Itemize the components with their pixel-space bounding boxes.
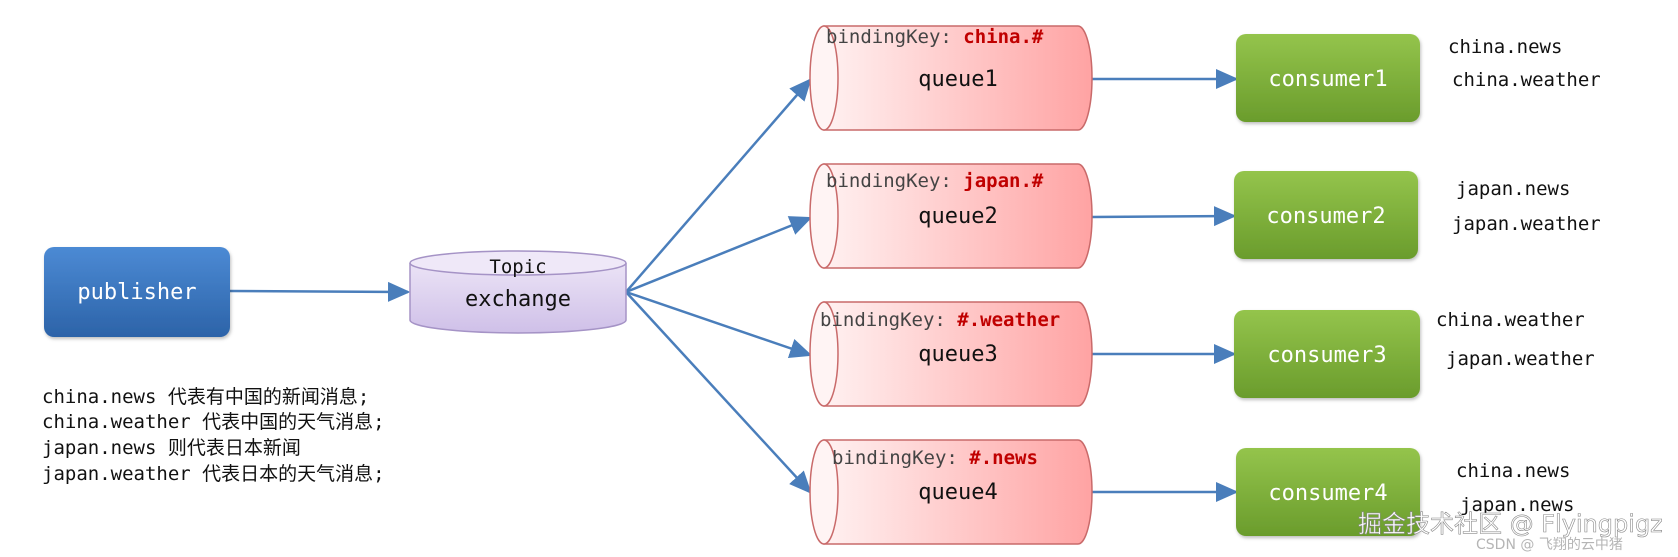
- queue-binding-key-line: bindingKey: japan.#: [826, 170, 1044, 192]
- routing-key: japan.news: [1456, 178, 1570, 200]
- consumer-2: consumer2: [1234, 171, 1418, 259]
- binding-key-prefix: bindingKey:: [826, 170, 963, 192]
- consumer-label: consumer4: [1268, 481, 1387, 506]
- routing-key: japan.weather: [1446, 348, 1595, 370]
- binding-key-value: china.#: [963, 26, 1044, 48]
- exchange-top: [409, 250, 627, 276]
- queue-binding-key-line: bindingKey: #.news: [832, 447, 1038, 469]
- queue-body: [823, 439, 1093, 545]
- binding-key-prefix: bindingKey:: [820, 309, 957, 331]
- publisher-node: publisher: [44, 247, 230, 337]
- queue-label: queue2: [918, 204, 997, 229]
- arrow-queue2-to-consumer2: [1091, 206, 1237, 227]
- queue-label: queue1: [918, 67, 997, 92]
- queue-binding-key-line: bindingKey: #.weather: [820, 309, 1060, 331]
- routing-key: china.weather: [1436, 309, 1585, 331]
- arrows: [229, 69, 1239, 502]
- consumer-1: consumer1: [1236, 34, 1420, 122]
- consumer-4: consumer4: [1236, 448, 1420, 536]
- queue-2: bindingKey: japan.# queue2: [809, 163, 1093, 269]
- arrow-exchange-to-queue1: [625, 78, 812, 293]
- queue-label: queue4: [918, 480, 997, 505]
- routing-key: china.weather: [1452, 69, 1601, 91]
- binding-key-prefix: bindingKey:: [832, 447, 969, 469]
- consumer-box: [1234, 171, 1418, 259]
- routing-key: china.news: [1456, 460, 1570, 482]
- exchange-node: Topic exchange: [409, 250, 627, 334]
- publisher-box: [44, 247, 230, 337]
- routing-key: japan.weather: [1452, 213, 1601, 235]
- arrow-exchange-to-queue4: [625, 291, 812, 494]
- queue-end: [809, 439, 839, 545]
- legend-line: japan.news 则代表日本新闻: [42, 437, 301, 459]
- arrow-exchange-to-queue2: [625, 216, 813, 294]
- routing-key: china.news: [1448, 36, 1562, 58]
- consumer-label: consumer1: [1268, 67, 1387, 92]
- binding-key-value: #.weather: [957, 309, 1060, 331]
- consumer-label: consumer2: [1266, 204, 1385, 229]
- publisher-label: publisher: [77, 280, 196, 305]
- queue-end: [809, 301, 839, 407]
- watermark-sub: CSDN @ 飞翔的云中猪: [1476, 537, 1623, 553]
- consumer-box: [1234, 310, 1420, 398]
- arrow-publisher-to-exchange: [229, 281, 411, 302]
- consumer-box: [1236, 448, 1420, 536]
- exchange-type-label: Topic: [489, 256, 546, 278]
- queue-end: [809, 163, 839, 269]
- consumer-3: consumer3: [1234, 310, 1420, 398]
- queue-body: [823, 301, 1093, 407]
- watermark-main: 掘金技术社区 @ Flyingpigz: [1358, 510, 1663, 538]
- legend-line: china.weather 代表中国的天气消息;: [42, 411, 385, 433]
- routing-keys: china.news china.weather japan.news japa…: [1436, 36, 1601, 516]
- queue-3: bindingKey: #.weather queue3: [809, 301, 1093, 407]
- routing-key-legend: china.news 代表有中国的新闻消息; china.weather 代表中…: [42, 386, 385, 485]
- exchange-label: exchange: [465, 287, 571, 312]
- arrow-exchange-to-queue3: [625, 290, 813, 358]
- queue-end: [809, 25, 839, 131]
- queue-binding-key-line: bindingKey: china.#: [826, 26, 1044, 48]
- queue-body: [823, 25, 1093, 131]
- legend-line: china.news 代表有中国的新闻消息;: [42, 386, 369, 408]
- queue-label: queue3: [918, 342, 997, 367]
- consumer-box: [1236, 34, 1420, 122]
- queue-body: [823, 163, 1093, 269]
- consumer-label: consumer3: [1267, 343, 1386, 368]
- binding-key-value: #.news: [969, 447, 1038, 469]
- exchange-body: [409, 263, 627, 334]
- queue-1: bindingKey: china.# queue1: [809, 25, 1093, 131]
- legend-line: japan.weather 代表日本的天气消息;: [42, 463, 385, 485]
- routing-key: japan.news: [1460, 494, 1574, 516]
- queue-4: bindingKey: #.news queue4: [809, 439, 1093, 545]
- binding-key-prefix: bindingKey:: [826, 26, 963, 48]
- binding-key-value: japan.#: [963, 170, 1044, 192]
